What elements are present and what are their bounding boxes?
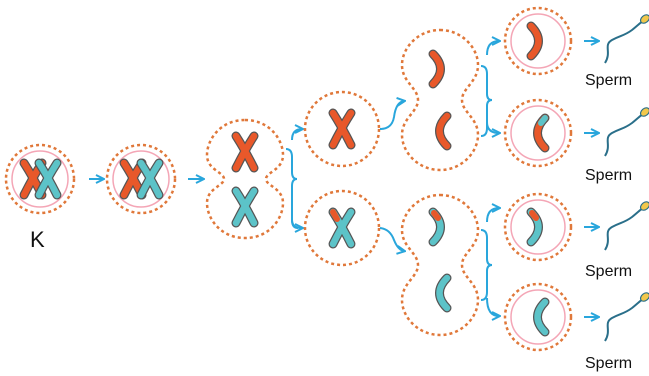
sperm-icon: [604, 201, 649, 251]
bracket-fork-bottom: [480, 208, 499, 316]
cell-meiosis-1-dividing: [205, 118, 285, 240]
spermatid-4: [503, 282, 573, 352]
sperm-label: Sperm: [585, 263, 633, 280]
sperm-label: Sperm: [585, 72, 633, 89]
sperm-icon: [604, 14, 649, 64]
bracket-fork-top: [480, 41, 499, 136]
cell-replicated: [105, 143, 177, 215]
sperm-icon: [604, 292, 649, 342]
cell-k: [4, 143, 76, 215]
spermatid-2: [503, 98, 573, 168]
arrow-to-dividing-bottom: [379, 227, 404, 251]
cell-meiosis-2-bottom-dividing: [400, 193, 480, 337]
cell-secondary-teal: [303, 189, 381, 267]
arrow-to-dividing-top: [379, 101, 404, 130]
cell-meiosis-2-top-dividing: [400, 28, 480, 172]
spermatid-1: [503, 6, 573, 76]
sperm-label: Sperm: [585, 355, 633, 372]
spermatid-3: [503, 192, 573, 262]
bracket-fork-meiosis-1: [285, 129, 302, 228]
cell-secondary-orange: [303, 90, 381, 168]
sperm-label: Sperm: [585, 167, 633, 184]
start-cell-label: K: [30, 227, 45, 252]
sperm-icon: [604, 107, 649, 157]
